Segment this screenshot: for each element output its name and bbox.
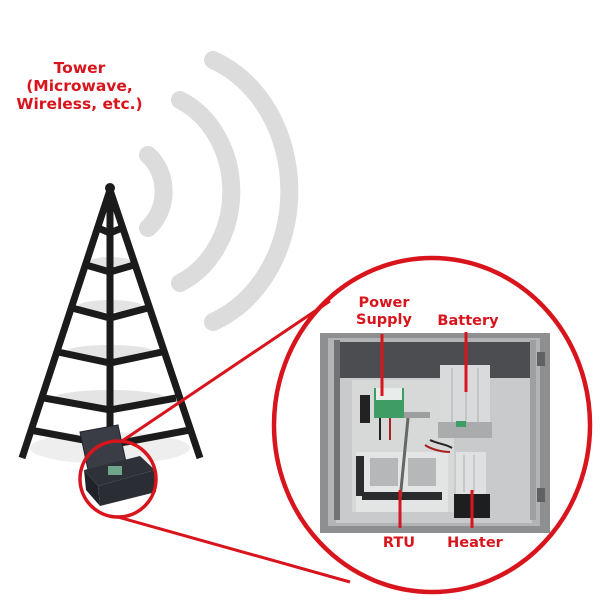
wireless-signal-icon bbox=[139, 51, 299, 331]
callout-lines bbox=[117, 299, 351, 584]
tower-label-line-3: Wireless, etc.) bbox=[16, 94, 143, 113]
component-pointer-lines bbox=[380, 332, 474, 528]
tower-label: Tower (Microwave, Wireless, etc.) bbox=[2, 59, 157, 113]
large-highlight-circle bbox=[271, 255, 593, 595]
rtu-device bbox=[356, 452, 448, 512]
tower-label-line-1: Tower bbox=[53, 59, 106, 77]
power-supply-label: Power Supply bbox=[348, 295, 420, 328]
power-supply-device bbox=[360, 388, 430, 440]
rtu-label: RTU bbox=[382, 535, 416, 551]
tower-icon bbox=[18, 188, 204, 460]
tower-label-line-2: (Microwave, bbox=[26, 76, 133, 95]
small-highlight-circle bbox=[78, 439, 158, 519]
power-supply-label-line-2: Supply bbox=[356, 311, 412, 328]
enclosure-photo bbox=[320, 333, 550, 533]
heater-label: Heater bbox=[447, 535, 503, 551]
power-supply-label-line-1: Power bbox=[358, 295, 410, 311]
battery-label: Battery bbox=[437, 313, 499, 329]
tower-beacon-icon bbox=[105, 183, 115, 193]
